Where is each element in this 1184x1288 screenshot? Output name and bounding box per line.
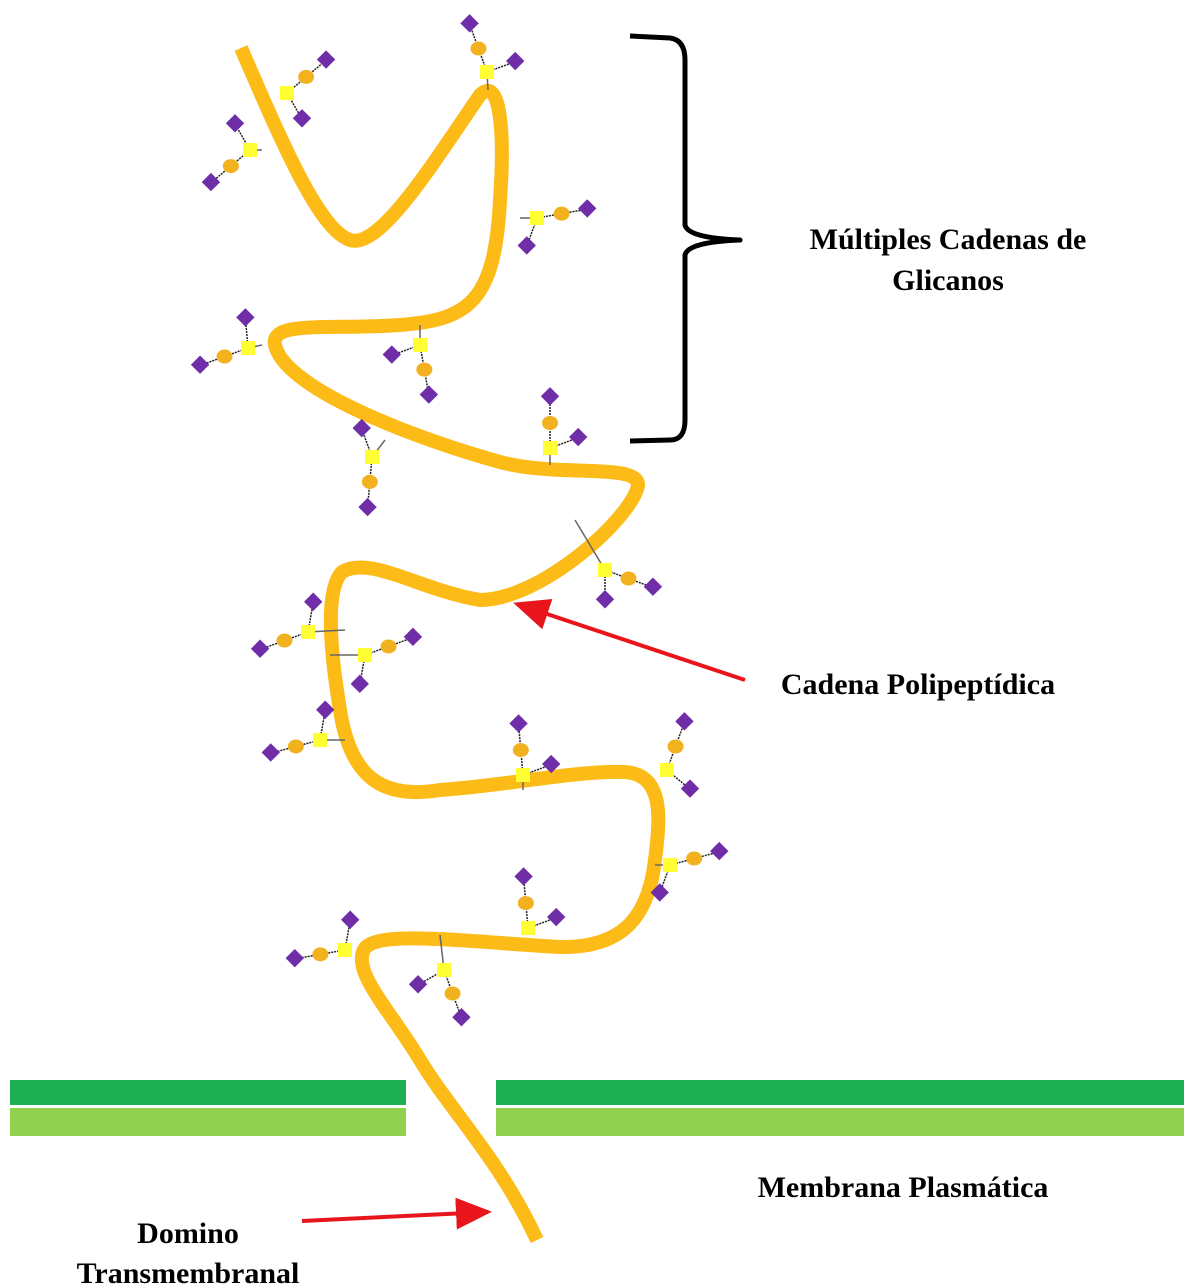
glycan-tree-icon — [262, 701, 345, 762]
glycan-diamond-icon — [226, 114, 244, 132]
glycan-square-icon — [516, 768, 530, 782]
glycan-tree-icon — [202, 114, 262, 191]
glycan-circle-icon — [217, 350, 233, 364]
glycan-tree-icon — [383, 325, 438, 404]
glycan-diamond-icon — [547, 908, 565, 926]
glycan-tree-icon — [518, 199, 597, 254]
glycan-square-icon — [530, 211, 544, 225]
glycan-square-icon — [301, 625, 315, 639]
glycan-diamond-icon — [358, 498, 376, 516]
glycan-square-icon — [660, 763, 674, 777]
glycan-circle-icon — [554, 207, 570, 221]
glycan-diamond-icon — [460, 14, 478, 32]
glycan-diamond-icon — [383, 345, 401, 363]
glycan-diamond-icon — [262, 743, 280, 761]
glycan-diamond-icon — [304, 593, 322, 611]
glycan-square-icon — [437, 963, 451, 977]
glycans-label-line1: Múltiples Cadenas de — [810, 223, 1087, 256]
glycan-diamond-icon — [341, 911, 359, 929]
glycan-diamond-icon — [191, 356, 209, 374]
glycan-square-icon — [365, 450, 379, 464]
glycan-tree-icon — [280, 50, 335, 127]
glycan-diamond-icon — [286, 949, 304, 967]
glycan-circle-icon — [542, 416, 558, 430]
glycan-tree-icon — [330, 628, 422, 693]
glycan-diamond-icon — [596, 590, 614, 608]
transmembrane-label-line1: Domino — [137, 1217, 239, 1250]
glycan-circle-icon — [288, 739, 304, 753]
glycan-diamond-icon — [644, 578, 662, 596]
glycan-circle-icon — [312, 947, 328, 961]
glycan-diamond-icon — [710, 842, 728, 860]
transmembrane-label-line2: Transmembranal — [77, 1257, 300, 1288]
membrane-left-inner — [10, 1108, 406, 1136]
glycan-square-icon — [280, 86, 294, 100]
glycan-square-icon — [598, 563, 612, 577]
glycan-diamond-icon — [506, 52, 524, 70]
glycan-square-icon — [338, 943, 352, 957]
glycan-square-icon — [313, 733, 327, 747]
curly-bracket-icon — [630, 36, 740, 441]
glycan-circle-icon — [445, 986, 461, 1000]
glycan-tree-icon — [409, 935, 471, 1026]
glycan-circle-icon — [380, 639, 396, 653]
glycan-square-icon — [663, 858, 677, 872]
glycan-square-icon — [543, 441, 557, 455]
glycan-diamond-icon — [518, 236, 536, 254]
glycan-circle-icon — [668, 740, 684, 754]
membrane-left-outer — [10, 1080, 406, 1105]
glycan-diamond-icon — [514, 867, 532, 885]
glycan-tree-icon — [541, 387, 588, 465]
glycan-diamond-icon — [409, 975, 427, 993]
glycans-label-line2: Glicanos — [892, 264, 1004, 297]
glycan-tree-icon — [575, 520, 662, 608]
glycan-square-icon — [241, 341, 255, 355]
glycan-diamond-icon — [681, 779, 699, 797]
glycan-diamond-icon — [404, 628, 422, 646]
glycan-diamond-icon — [351, 675, 369, 693]
membrane-label: Membrana Plasmática — [758, 1171, 1049, 1204]
glycan-square-icon — [480, 65, 494, 79]
glycan-circle-icon — [518, 896, 534, 910]
glycan-tree-icon — [286, 911, 360, 968]
glycan-circle-icon — [470, 42, 486, 56]
glycan-tree-icon — [353, 419, 385, 516]
polypeptide-arrow-icon — [517, 604, 745, 680]
glycan-circle-icon — [686, 852, 702, 866]
glycan-diamond-icon — [578, 199, 596, 217]
membrane-right-outer — [496, 1080, 1184, 1105]
glycan-square-icon — [521, 921, 535, 935]
glycan-diamond-icon — [541, 387, 559, 405]
glycan-tree-icon — [660, 712, 699, 798]
glycan-circle-icon — [513, 743, 529, 757]
glycan-circle-icon — [223, 159, 239, 173]
glycan-diamond-icon — [675, 712, 693, 730]
glycan-circle-icon — [416, 363, 432, 377]
glycan-circle-icon — [362, 475, 378, 489]
glycan-circle-icon — [620, 572, 636, 586]
glycan-tree-icon — [460, 14, 524, 90]
glycan-square-icon — [243, 143, 257, 157]
glycan-diamond-icon — [316, 701, 334, 719]
glycan-square-icon — [413, 338, 427, 352]
glycan-tree-icon — [191, 308, 262, 374]
glycan-diamond-icon — [202, 173, 220, 191]
glycan-diamond-icon — [569, 428, 587, 446]
polypeptide-chain — [241, 48, 658, 1240]
plasma-membrane — [10, 1080, 1184, 1136]
glycan-circle-icon — [298, 70, 314, 84]
glycan-diamond-icon — [236, 308, 254, 326]
glycan-diamond-icon — [293, 109, 311, 127]
glycan-square-icon — [358, 648, 372, 662]
membrane-right-inner — [496, 1108, 1184, 1136]
polypeptide-label: Cadena Polipeptídica — [781, 668, 1055, 701]
glycan-tree-icon — [514, 867, 565, 935]
glycan-diamond-icon — [420, 385, 438, 403]
glycan-circle-icon — [277, 634, 293, 648]
glycan-diamond-icon — [251, 640, 269, 658]
transmembrane-arrow-icon — [302, 1212, 488, 1221]
glycan-diamond-icon — [452, 1008, 470, 1026]
glycan-diamond-icon — [509, 714, 527, 732]
